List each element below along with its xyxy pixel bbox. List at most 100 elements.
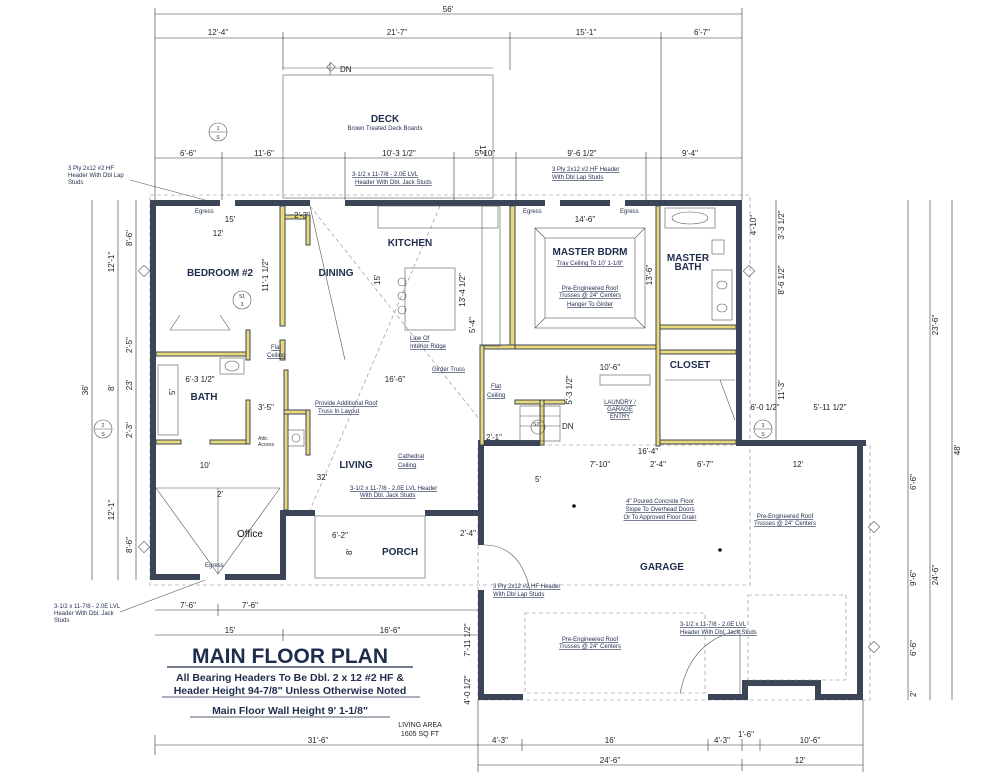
kitchen-dim-134: 13'-4 1/2" xyxy=(458,273,467,307)
master-dim-106: 10'-6" xyxy=(600,363,621,372)
dim-top-h: 5'-10" xyxy=(475,149,496,158)
egress-master-1: Egress xyxy=(523,209,542,215)
dim-right-f: 9'-6" xyxy=(909,570,918,586)
porch-label: PORCH xyxy=(382,547,418,558)
dim-left-d: 2'-5" xyxy=(125,337,134,353)
egress-master-2: Egress xyxy=(620,209,639,215)
dim-top-g: 10'-3 1/2" xyxy=(382,149,416,158)
dim-right-c: 3'-3 1/2" xyxy=(777,210,786,239)
deck-depth-dim: 12' xyxy=(478,145,487,156)
master-bath-label-1: MASTER xyxy=(667,253,710,264)
dim-top-b: 21'-7" xyxy=(387,28,408,37)
dim-right-i-top: 6'-6" xyxy=(909,474,918,490)
attic-access-1: Attic xyxy=(258,436,268,442)
office-dim: 2' xyxy=(217,490,223,499)
laundry-label-2: GARAGE xyxy=(607,407,633,413)
dim-23: 2'-3" xyxy=(294,211,310,220)
dim-right-j: 4'-10" xyxy=(749,215,758,236)
line-ridge-2: Interior Ridge xyxy=(410,344,447,350)
dim-left-g: 12'-1" xyxy=(107,500,116,521)
dim-left-c: 23' xyxy=(125,379,134,390)
bath: 6'-3 1/2" BATH 5' 10' 3'-5" Attic Access xyxy=(157,357,305,470)
bath-tub-dim: 5' xyxy=(168,389,177,395)
office: Office Egress 2' xyxy=(155,487,281,575)
concrete-note-3: Or To Approved Floor Drain xyxy=(624,515,697,521)
living-dim-164: 16'-6" xyxy=(385,375,406,384)
dim-bottom-h: 12' xyxy=(795,756,806,765)
master-dim-136: 13'-6" xyxy=(645,265,654,286)
girder-truss: Girder Truss xyxy=(432,367,465,373)
dim-top-d: 6'-7" xyxy=(694,28,710,37)
dim-35: 3'-5" xyxy=(258,403,274,412)
laundry: LAUNDRY / GARAGE ENTRY S2 DN Flat Ceilin… xyxy=(486,384,636,442)
flat-ceiling-1: Flat xyxy=(271,345,281,351)
garage-dim-711: 7'-11 1/2" xyxy=(463,623,472,656)
kitchen: KITCHEN 15' 13'-4 1/2" 5'-4" Line Of Int… xyxy=(309,205,501,511)
interior-walls xyxy=(155,205,737,511)
kitchen-dim-15: 15' xyxy=(373,274,382,285)
dim-bottom-d: 4'-3" xyxy=(714,736,730,745)
bedroom-2-label: BEDROOM #2 xyxy=(187,268,254,279)
deck: DN DECK Brown Treated Deck Boards 12' xyxy=(282,62,494,199)
closet-dim-511: 5'-11 1/2" xyxy=(813,403,846,412)
porch-dim-24: 2'-4" xyxy=(460,529,476,538)
lvl-left-1: 3-1/2 x 11-7/8 - 2.0E LVL xyxy=(54,604,121,610)
header-right-2: With Dbl Lap Studs xyxy=(552,175,603,181)
lvl-mid-1: 3-1/2 x 11-7/8 - 2.0E LVL Header xyxy=(350,486,437,492)
master-bath: MASTER BATH xyxy=(664,207,733,321)
lvl-mid-2: With Dbl. Jack Studs xyxy=(360,493,415,499)
master-dim-53: 5'-3 1/2" xyxy=(565,375,574,404)
top-dimensions: 56' 12'-4" 21'-7" 15'-1" 6'-7" 6'-6" 11'… xyxy=(154,5,743,200)
dim-bottom-b: 4'-3" xyxy=(492,736,508,745)
dim-top-f: 11'-6" xyxy=(254,149,274,158)
dim-left-overall: 36' xyxy=(81,384,90,395)
dim-bottom-j: 16'-6" xyxy=(380,626,401,635)
dim-bottom-e: 1'-6" xyxy=(738,730,754,739)
hanger-note: Hanger To Girder xyxy=(567,302,613,308)
garage-dim-5: 5' xyxy=(535,475,541,484)
dining: DINING Flat Ceiling 2'-3" xyxy=(267,205,354,361)
dim-top-e: 6'-6" xyxy=(180,149,196,158)
lvl-top-2: Header With Dbl. Jack Studs xyxy=(355,180,432,186)
dim-bottom-g: 24'-6" xyxy=(600,756,621,765)
garage-header-2: With Dbl Lap Studs xyxy=(493,592,544,598)
living-dim-32: 32' xyxy=(317,473,328,482)
bed-width-dim: 15' xyxy=(225,215,236,224)
dim-left-e: 8' xyxy=(107,385,116,391)
garage-dim-710: 7'-10" xyxy=(590,460,611,469)
left-dimensions: 36' 12'-1" 8' 12'-1" 8'-6" 2'-5" 23' 2'-… xyxy=(81,200,137,580)
deck-stairs-dn: DN xyxy=(340,65,352,74)
lvl-garage-1: 3-1/2 x 11-7/8 - 2.0E LVL xyxy=(680,622,747,628)
master-pre-eng-1: Pre-Engineered Roof xyxy=(562,286,619,292)
garage-dim-40: 4'-0 1/2" xyxy=(463,675,472,704)
exterior-walls xyxy=(150,200,866,700)
closet-dim-60: 6'-0 1/2" xyxy=(750,403,779,412)
dim-left-f: 2'-3" xyxy=(125,422,134,438)
left-notes: 3 Ply 2x12 #2 HF Header With Dbl Lap Stu… xyxy=(54,166,206,624)
lvl-garage-2: Header With Dbl. Jack Studs xyxy=(680,630,757,636)
master-bdrm-label: MASTER BDRM xyxy=(553,247,628,258)
dim-right-g: 6'-6" xyxy=(909,640,918,656)
garage-pre-eng-4: Trusses @ 24" Centers xyxy=(559,644,621,650)
lvl-left-3: Studs xyxy=(54,618,69,624)
dim-left-h: 8'-6" xyxy=(125,537,134,553)
marker-3-num: 3 xyxy=(762,423,765,429)
garage-dim-164: 16'-4" xyxy=(638,447,659,456)
garage-pre-eng-2: Trusses @ 24" Centers xyxy=(754,521,816,527)
dim-right-overall: 48' xyxy=(953,444,962,455)
dim-top-i: 9'-6 1/2" xyxy=(567,149,596,158)
living: 16'-6" Provide Additional Roof Truss In … xyxy=(315,375,437,499)
deck-note: Brown Treated Deck Boards xyxy=(347,126,422,132)
bath-label: BATH xyxy=(190,392,217,403)
egress-bedroom: Egress xyxy=(195,209,214,215)
section-s2-num: S2 xyxy=(533,422,539,428)
laundry-stairs-dn: DN xyxy=(562,422,574,431)
dim-bottom-a: 31'-6" xyxy=(308,736,329,745)
marker-3-sheet: S xyxy=(761,432,765,438)
dim-overall-width: 56' xyxy=(443,5,454,14)
right-dimensions: 48' 23'-6" 24'-6" 6'-6" 9'-6" 6'-6" 2' 3… xyxy=(749,200,962,700)
porch-dim-62: 6'-2" xyxy=(332,531,348,540)
marker-2-num: 2 xyxy=(102,423,105,429)
provide-truss-2: Truss In Layout xyxy=(318,409,359,415)
